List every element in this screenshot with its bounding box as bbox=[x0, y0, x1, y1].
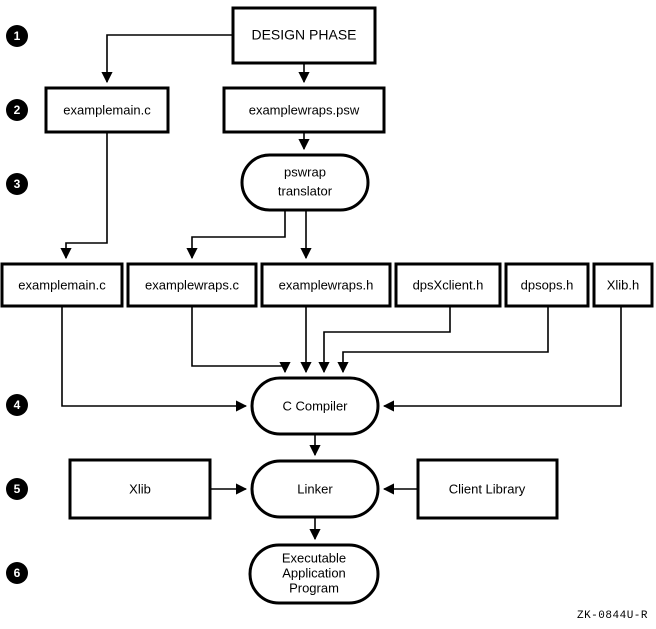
callout-6-number: 6 bbox=[14, 566, 21, 580]
node-label-design-phase: DESIGN PHASE bbox=[251, 27, 356, 43]
node-label-executable-line3: Program bbox=[289, 580, 339, 595]
callout-4-number: 4 bbox=[14, 398, 21, 412]
node-label-executable-line1: Executable bbox=[282, 550, 346, 565]
node-xlib-h[interactable]: Xlib.h bbox=[592, 262, 654, 308]
connector-pswrap-to-wraps-c bbox=[186, 210, 286, 260]
node-linker[interactable]: Linker bbox=[250, 459, 380, 519]
callout-4: 4 bbox=[6, 394, 28, 416]
callout-3: 3 bbox=[6, 173, 28, 195]
node-design-phase[interactable]: DESIGN PHASE bbox=[231, 6, 377, 65]
node-pswrap-translator[interactable]: pswrap translator bbox=[240, 153, 370, 212]
callout-1-number: 1 bbox=[14, 29, 21, 43]
connector-dpsops-h-to-cc bbox=[337, 306, 549, 374]
node-label-dpsops-h: dpsops.h bbox=[521, 277, 574, 292]
node-label-client-library: Client Library bbox=[449, 481, 526, 496]
node-label-dpsxclient-h: dpsXclient.h bbox=[413, 277, 484, 292]
callout-5: 5 bbox=[6, 478, 28, 500]
node-label-c-compiler: C Compiler bbox=[282, 398, 348, 413]
connector-examplemain-src-to-out bbox=[60, 132, 108, 260]
connector-examplemain-c-to-cc bbox=[61, 306, 248, 412]
connector-examplewraps-c-to-cc bbox=[191, 306, 291, 374]
node-label-examplewraps-h: examplewraps.h bbox=[279, 277, 374, 292]
node-dpsops-h[interactable]: dpsops.h bbox=[504, 262, 590, 308]
callout-1: 1 bbox=[6, 25, 28, 47]
node-xlib[interactable]: Xlib bbox=[68, 458, 212, 520]
callout-3-number: 3 bbox=[14, 177, 21, 191]
node-examplemain-source[interactable]: examplemain.c bbox=[44, 86, 170, 134]
node-label-pswrap-line2: translator bbox=[278, 183, 333, 198]
node-label-xlib: Xlib bbox=[129, 481, 151, 496]
callout-2: 2 bbox=[6, 99, 28, 121]
connection-layer bbox=[60, 34, 622, 541]
node-examplemain-c[interactable]: examplemain.c bbox=[0, 262, 124, 308]
connector-xlib-h-to-cc bbox=[382, 306, 622, 412]
node-examplewraps-psw[interactable]: examplewraps.psw bbox=[222, 86, 386, 134]
figure-id-label: ZK-0844U-R bbox=[577, 610, 648, 622]
node-label-examplewraps-psw: examplewraps.psw bbox=[249, 102, 360, 117]
node-label-examplewraps-c: examplewraps.c bbox=[145, 277, 239, 292]
node-label-xlib-h: Xlib.h bbox=[607, 277, 640, 292]
node-examplewraps-h[interactable]: examplewraps.h bbox=[260, 262, 392, 308]
callout-5-number: 5 bbox=[14, 482, 21, 496]
node-label-executable-line2: Application bbox=[282, 565, 346, 580]
connector-dpsxclient-h-to-cc bbox=[318, 306, 451, 374]
node-examplewraps-c[interactable]: examplewraps.c bbox=[126, 262, 258, 308]
node-label-examplemain-c: examplemain.c bbox=[18, 277, 106, 292]
node-label-examplemain-source: examplemain.c bbox=[63, 102, 151, 117]
node-client-library[interactable]: Client Library bbox=[416, 458, 559, 520]
callout-2-number: 2 bbox=[14, 103, 21, 117]
node-c-compiler[interactable]: C Compiler bbox=[250, 376, 380, 436]
node-label-linker: Linker bbox=[297, 481, 333, 496]
node-dpsxclient-h[interactable]: dpsXclient.h bbox=[394, 262, 502, 308]
callout-6: 6 bbox=[6, 562, 28, 584]
connector-design-to-examplemain bbox=[101, 34, 233, 84]
node-label-pswrap-line1: pswrap bbox=[284, 164, 326, 179]
node-executable-application-program[interactable]: Executable Application Program bbox=[248, 543, 380, 605]
